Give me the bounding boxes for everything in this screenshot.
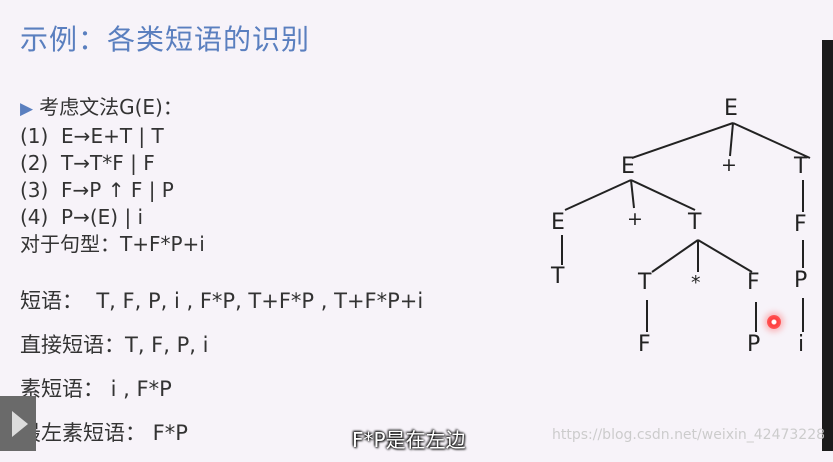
edge-t2-f2 [697,239,753,273]
tree-node-i-leaf: i [798,332,805,357]
tree-node-f-mid: F [747,270,760,295]
grammar-rule-3: (3) F→P ↑ F | P [20,178,174,202]
tree-node-t-leaf: T [551,264,565,289]
tree-node-plus: + [721,154,737,176]
edge-e1-plus2 [630,179,635,209]
edge-root-e1 [631,122,734,159]
tree-node-p-right: P [794,268,808,293]
tree-node-f-leaf: F [638,332,651,357]
prime-phrase-line: 素短语： i , F*P [20,377,172,401]
slide-title: 示例：各类短语的识别 [20,23,311,56]
edge-e1-t2 [630,179,696,211]
sentential-form: 对于句型：T+F*P+i [20,232,205,256]
grammar-block: ▶考虑文法G(E)： (1) E→E+T | T (2) T→T*F | F (… [20,94,205,258]
tree-node-plus-inner: + [627,208,643,230]
grammar-heading-line: ▶考虑文法G(E)： [20,94,205,123]
phrase-list: 短语： T, F, P, i , F*P, T+F*P , T+F*P+i 直接… [20,286,423,462]
watermark: https://blog.csdn.net/weixin_42473228 [552,427,826,443]
video-edge-bar [822,40,833,451]
grammar-rule-1: (1) E→E+T | T [20,124,164,148]
tree-node-e-inner: E [551,210,565,235]
slide: 示例：各类短语的识别 ▶考虑文法G(E)： (1) E→E+T | T (2) … [0,23,833,452]
play-icon[interactable] [0,396,36,451]
tree-node-t-inner: T [688,210,702,235]
bullet-arrow-icon: ▶ [20,99,34,119]
tree-node-e: E [621,154,635,179]
syntax-tree-edges [561,122,811,332]
laser-pointer-icon [767,315,781,329]
edge-root-t1 [732,122,811,159]
grammar-rule-2: (2) T→T*F | F [20,151,155,175]
tree-node-f-right: F [794,212,807,237]
video-subtitle: F*P是在左边 [352,428,466,452]
edge-e1-e2 [564,179,632,211]
direct-phrase-line: 直接短语：T, F, P, i [20,333,209,357]
edge-root-plus1 [729,122,734,157]
edge-t2-t4 [651,239,699,273]
tree-node-t-mid: T [638,270,652,295]
tree-node-star: * [691,272,701,294]
grammar-rule-4: (4) P→(E) | i [20,205,144,229]
tree-node-t: T [794,154,808,179]
tree-node-p-leaf: P [747,332,761,357]
grammar-heading: 考虑文法G(E)： [39,95,183,119]
phrase-line: 短语： T, F, P, i , F*P, T+F*P , T+F*P+i [20,289,424,313]
tree-node-root-e: E [724,96,738,121]
leftmost-prime-phrase-line: 最左素短语： F*P [20,421,188,445]
